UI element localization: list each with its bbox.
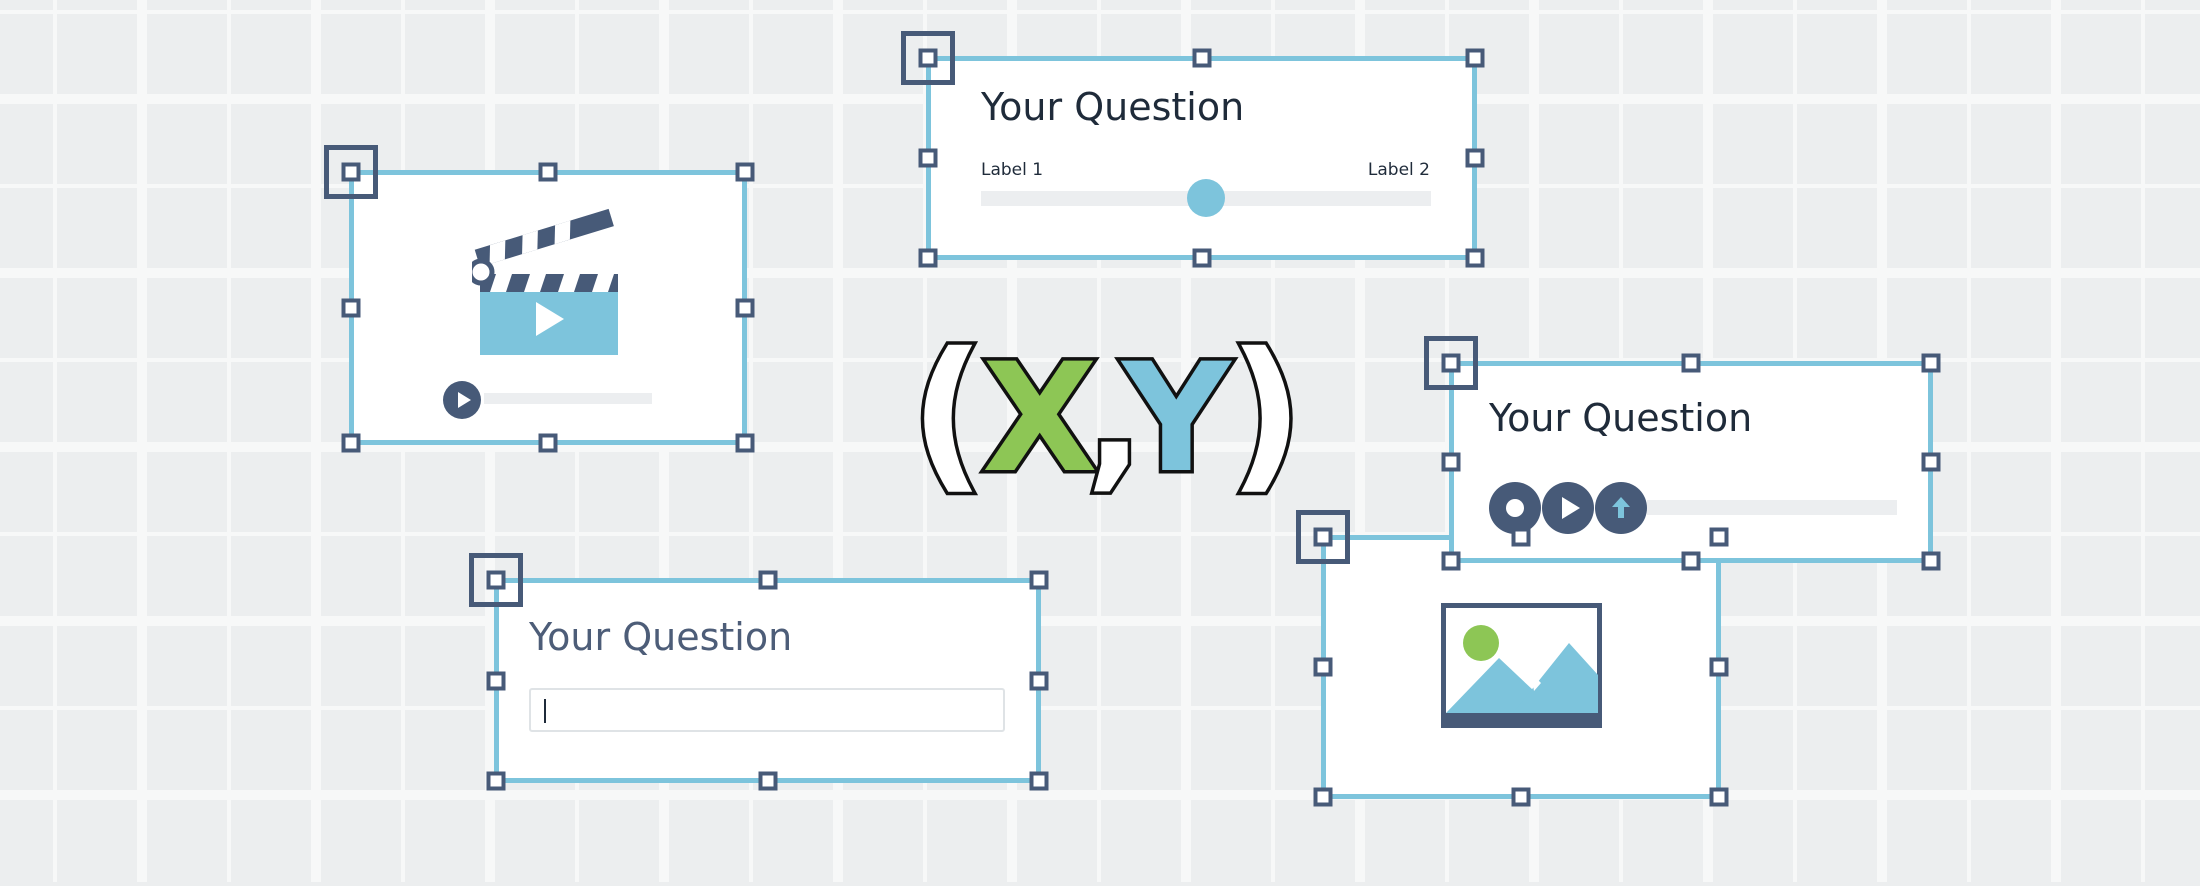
grid-line-horizontal: [0, 268, 2200, 278]
grid-line-vertical: [833, 0, 843, 882]
slider-thumb[interactable]: [1187, 179, 1225, 217]
move-anchor-handle[interactable]: [324, 145, 378, 199]
x-letter: X: [982, 340, 1098, 506]
resize-handle[interactable]: [1192, 48, 1211, 68]
audio-play-button[interactable]: [1542, 482, 1594, 534]
resize-handle[interactable]: [918, 48, 938, 68]
audio-upload-button[interactable]: [1595, 482, 1647, 534]
resize-handle[interactable]: [341, 162, 361, 182]
play-icon: [1562, 497, 1580, 519]
resize-handle[interactable]: [1029, 671, 1049, 690]
resize-handle[interactable]: [1465, 48, 1485, 68]
grid-line-vertical: [137, 0, 147, 882]
audio-record-button[interactable]: [1489, 482, 1541, 534]
resize-handle[interactable]: [1029, 771, 1049, 791]
close-paren: ): [1228, 340, 1300, 509]
grid-line-vertical: [1097, 0, 1101, 882]
resize-handle[interactable]: [758, 570, 777, 590]
move-anchor-handle[interactable]: [1424, 336, 1478, 390]
resize-handle[interactable]: [1709, 527, 1729, 547]
grid-line-horizontal: [0, 790, 2200, 800]
slider-label-right: Label 2: [1367, 160, 1430, 180]
grid-line-vertical: [1355, 0, 1365, 882]
grid-line-vertical: [1967, 0, 1971, 882]
xy-coordinate-symbol: ( X , Y ): [910, 340, 1300, 510]
resize-handle[interactable]: [538, 433, 558, 453]
resize-handle[interactable]: [1511, 787, 1531, 807]
resize-handle[interactable]: [1313, 787, 1333, 807]
grid-line-vertical: [53, 0, 57, 882]
resize-handle[interactable]: [918, 148, 938, 168]
resize-handle[interactable]: [758, 771, 777, 791]
text-input-card[interactable]: Your Question: [494, 578, 1041, 783]
grid-line-horizontal: [0, 616, 2200, 626]
resize-handle[interactable]: [1192, 248, 1211, 268]
image-landscape-icon: [1441, 603, 1602, 728]
resize-handle[interactable]: [1921, 353, 1941, 373]
record-icon: [1506, 499, 1524, 517]
image-card[interactable]: [1321, 535, 1721, 799]
text-caret: [544, 699, 546, 723]
comma: ,: [1086, 340, 1143, 506]
resize-handle[interactable]: [735, 162, 755, 182]
video-card[interactable]: [349, 170, 747, 445]
resize-handle[interactable]: [735, 433, 755, 453]
slider-label-left: Label 1: [981, 160, 1044, 180]
grid-line-vertical: [227, 0, 231, 882]
y-letter: Y: [1120, 340, 1233, 506]
resize-handle[interactable]: [486, 570, 506, 590]
resize-handle[interactable]: [1465, 148, 1485, 168]
resize-handle[interactable]: [1921, 551, 1941, 571]
grid-line-vertical: [923, 0, 927, 882]
open-paren: (: [910, 340, 985, 509]
grid-line-horizontal: [0, 706, 2200, 710]
resize-handle[interactable]: [735, 298, 755, 317]
grid-line-vertical: [311, 0, 321, 882]
resize-handle[interactable]: [1441, 353, 1461, 373]
resize-handle[interactable]: [1313, 657, 1333, 677]
slider-card[interactable]: Your Question Label 1 Label 2: [926, 56, 1477, 260]
move-anchor-handle[interactable]: [1296, 510, 1350, 564]
text-question-title: Your Question: [529, 615, 793, 659]
resize-handle[interactable]: [1681, 551, 1701, 571]
video-play-button[interactable]: [443, 381, 481, 419]
grid-line-vertical: [2051, 0, 2061, 882]
grid-line-vertical: [1007, 0, 1017, 882]
grid-line-horizontal: [0, 358, 2200, 362]
grid-line-horizontal: [0, 442, 2200, 452]
resize-handle[interactable]: [341, 433, 361, 453]
resize-handle[interactable]: [486, 671, 506, 690]
resize-handle[interactable]: [341, 298, 361, 317]
upload-icon: [1612, 497, 1630, 518]
resize-handle[interactable]: [1441, 452, 1461, 472]
video-progress-track[interactable]: [484, 393, 652, 404]
resize-handle[interactable]: [1029, 570, 1049, 590]
resize-handle[interactable]: [1441, 551, 1461, 571]
move-anchor-handle[interactable]: [901, 31, 955, 85]
grid-line-vertical: [1181, 0, 1191, 882]
move-anchor-handle[interactable]: [469, 553, 523, 607]
grid-line-vertical: [2141, 0, 2145, 882]
grid-line-vertical: [1445, 0, 1449, 882]
resize-handle[interactable]: [1709, 657, 1729, 677]
play-icon: [458, 392, 471, 408]
audio-question-title: Your Question: [1489, 396, 1753, 440]
resize-handle[interactable]: [486, 771, 506, 791]
resize-handle[interactable]: [918, 248, 938, 268]
clapperboard-play-icon: [472, 208, 618, 355]
answer-text-input[interactable]: [529, 688, 1005, 732]
slider-question-title: Your Question: [981, 85, 1245, 129]
resize-handle[interactable]: [1511, 527, 1531, 547]
resize-handle[interactable]: [1921, 452, 1941, 472]
grid-line-horizontal: [0, 10, 2200, 14]
resize-handle[interactable]: [538, 162, 558, 182]
grid-line-vertical: [1271, 0, 1275, 882]
resize-handle[interactable]: [1709, 787, 1729, 807]
grid-line-horizontal: [0, 532, 2200, 536]
resize-handle[interactable]: [1681, 353, 1701, 373]
resize-handle[interactable]: [1465, 248, 1485, 268]
audio-progress-track[interactable]: [1647, 500, 1897, 515]
resize-handle[interactable]: [1313, 527, 1333, 547]
